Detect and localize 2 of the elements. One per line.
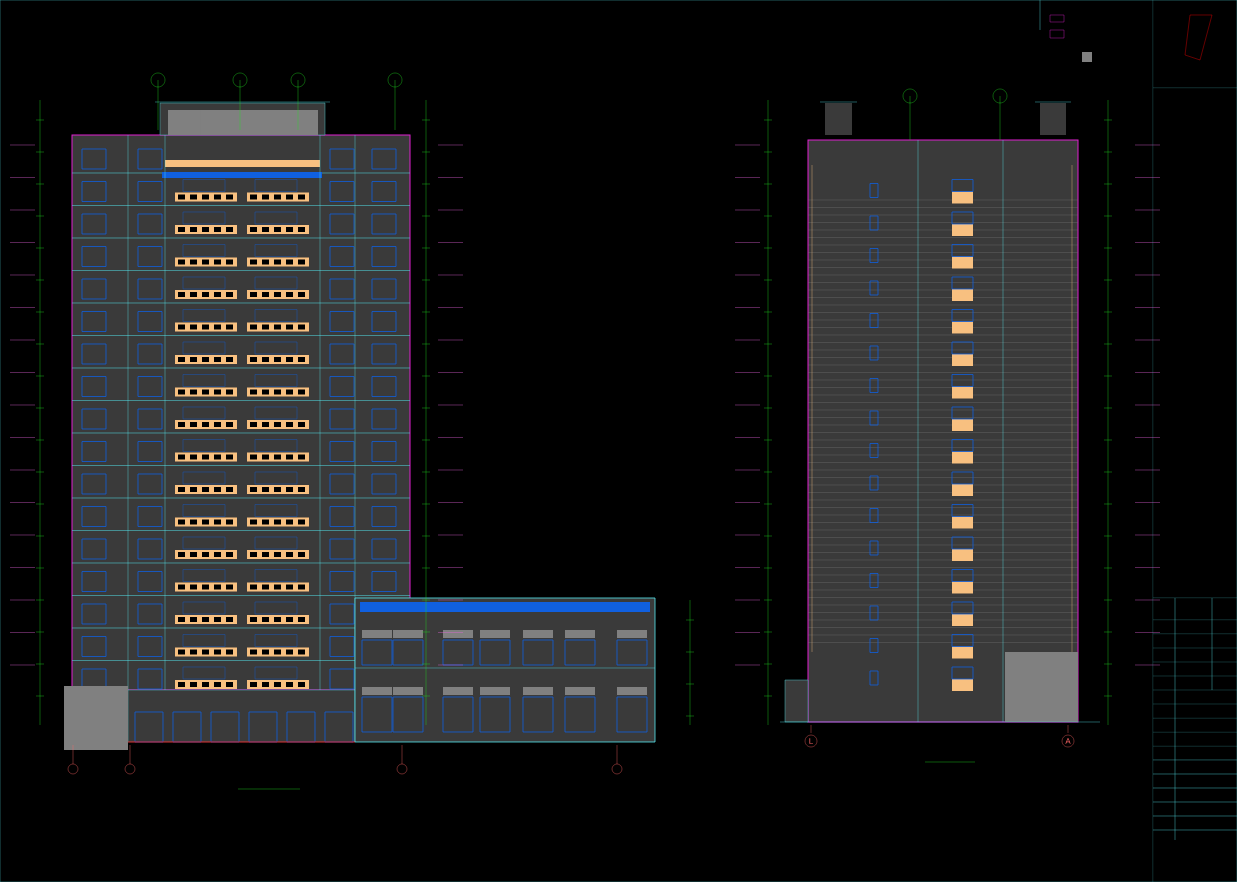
axis-bubble: A	[1061, 734, 1075, 748]
axis-bubble: L	[804, 734, 818, 748]
